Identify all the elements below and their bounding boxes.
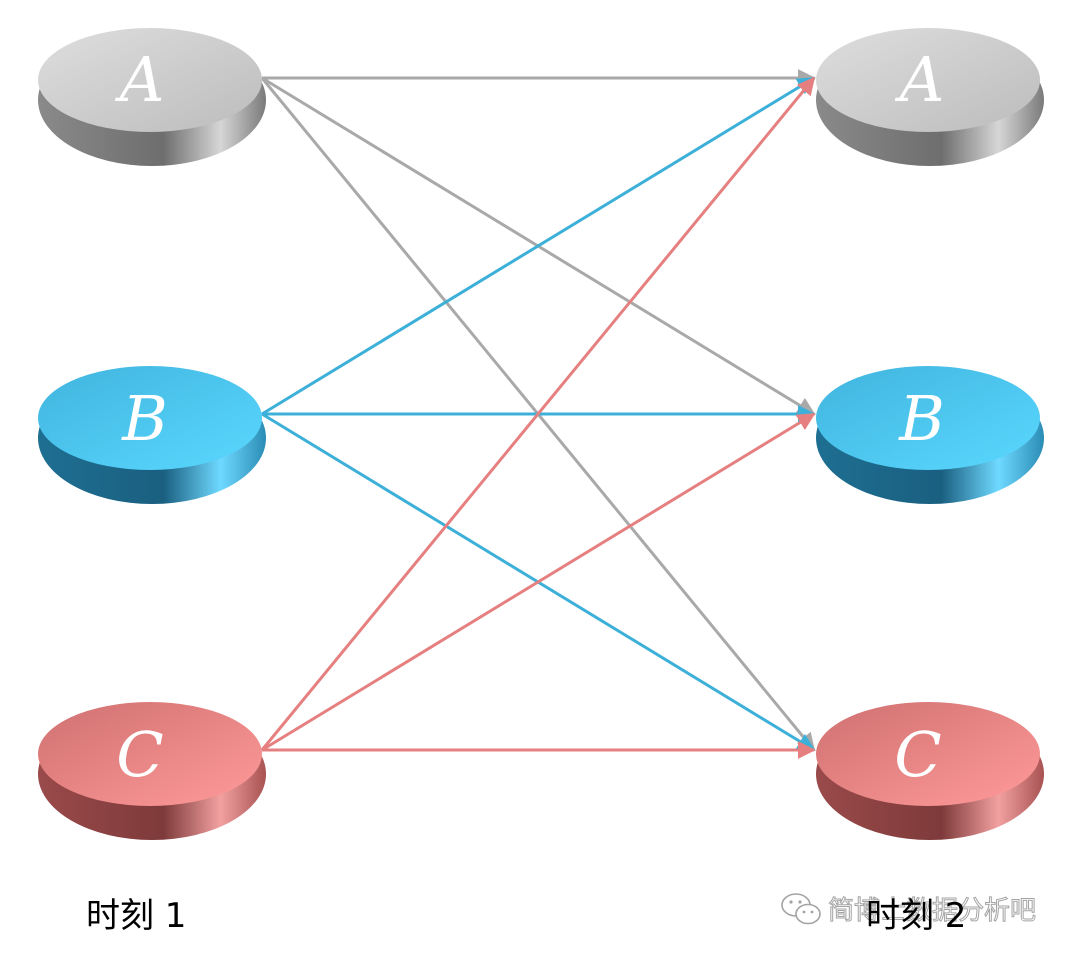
watermark-text: 简博士数据分析吧 xyxy=(827,896,1037,927)
node-left-B-label: B xyxy=(121,382,168,455)
watermark: 简博士数据分析吧 xyxy=(780,890,1037,927)
node-right-C-label: C xyxy=(894,718,941,791)
node-left-A: A xyxy=(38,28,266,166)
node-left-C-label: C xyxy=(116,718,163,791)
node-right-B-label: B xyxy=(898,382,945,455)
node-right-C: C xyxy=(816,702,1044,840)
edge-B-to-A xyxy=(261,76,816,416)
time-label-1: 时刻 1 xyxy=(86,896,187,936)
node-right-A: A xyxy=(816,28,1044,166)
time-label-2: 时刻 2 xyxy=(866,896,967,936)
edge-C-to-B xyxy=(261,412,816,752)
node-left-B: B xyxy=(38,366,266,504)
node-left-A-label: A xyxy=(115,43,165,116)
node-right-B: B xyxy=(816,366,1044,504)
edge-C-to-A xyxy=(260,76,816,751)
wechat-icon xyxy=(781,892,821,924)
node-right-A-label: A xyxy=(895,43,945,116)
node-left-C: C xyxy=(38,702,266,840)
transition-edges xyxy=(260,69,816,759)
